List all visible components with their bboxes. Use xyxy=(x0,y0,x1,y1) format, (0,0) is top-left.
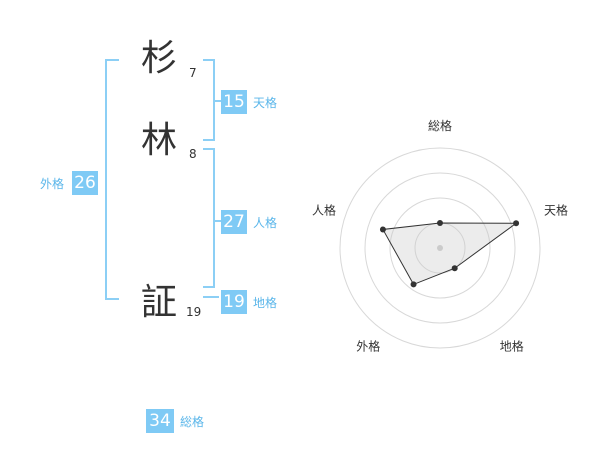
radar-point-5 xyxy=(379,226,386,233)
chikaku-badge: 19 xyxy=(221,290,247,314)
radar-ring xyxy=(389,197,491,299)
jinkaku-label: 人格 xyxy=(253,216,278,230)
name-char-2: 林 xyxy=(141,120,178,161)
radar-ring xyxy=(339,147,541,349)
stroke-count-2: 8 xyxy=(189,147,197,161)
gaikaku-label: 外格 xyxy=(40,177,65,191)
radar-point-4 xyxy=(410,281,417,288)
chikaku-connector xyxy=(203,296,219,298)
radar-point-3 xyxy=(451,265,458,272)
radar-polygon xyxy=(382,222,518,286)
radar-center xyxy=(437,245,443,251)
stroke-count-1: 7 xyxy=(189,66,197,80)
tenkaku-label: 天格 xyxy=(253,96,278,110)
gaikaku-badge: 26 xyxy=(72,171,98,195)
radar-ring xyxy=(364,172,516,324)
jinkaku-bracket xyxy=(203,148,215,288)
radar-axis-label-4: 外格 xyxy=(356,339,380,354)
tenkaku-connector xyxy=(213,100,221,102)
radar-axis-label-2: 天格 xyxy=(544,202,568,217)
gaikaku-bracket xyxy=(105,59,119,300)
radar-point-2 xyxy=(513,220,520,227)
name-char-1: 杉 xyxy=(141,38,178,79)
stroke-count-3: 19 xyxy=(186,305,202,319)
jinkaku-connector xyxy=(213,220,221,222)
radar-axis-label-5: 人格 xyxy=(312,202,336,217)
jinkaku-badge: 27 xyxy=(221,210,247,234)
radar-point-1 xyxy=(437,220,443,226)
soukaku-badge: 34 xyxy=(146,409,174,433)
tenkaku-badge: 15 xyxy=(221,90,247,114)
name-char-3: 証 xyxy=(141,282,178,323)
radar-axis-label-3: 地格 xyxy=(500,339,524,354)
radar-axis-label-1: 総格 xyxy=(428,118,452,133)
soukaku-label: 総格 xyxy=(180,415,205,429)
chikaku-label: 地格 xyxy=(253,296,278,310)
